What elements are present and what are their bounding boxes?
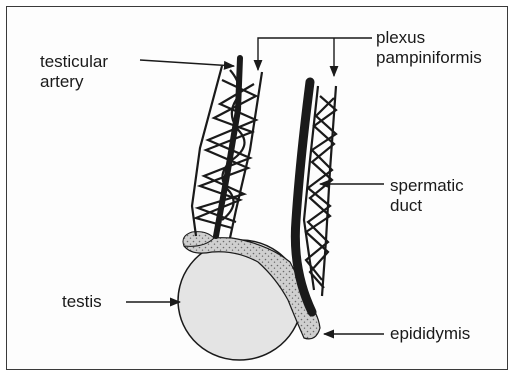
testicular-artery-label: testicular artery	[40, 52, 108, 92]
testicular-artery-pointer	[140, 60, 234, 66]
epididymis-label: epididymis	[390, 324, 470, 344]
testicular-artery-label-line2: artery	[40, 72, 108, 92]
epididymis-label-text: epididymis	[390, 324, 470, 343]
spermatic-duct-label: spermatic duct	[390, 176, 464, 216]
plexus-label-line2: pampiniformis	[376, 48, 482, 68]
testis-label: testis	[62, 292, 102, 312]
plexus-pointer-left	[258, 38, 372, 70]
spermatic-label-line1: spermatic	[390, 176, 464, 196]
plexus-label-line1: plexus	[376, 28, 482, 48]
testis-label-text: testis	[62, 292, 102, 311]
spermatic-label-line2: duct	[390, 196, 464, 216]
left-plexus-pampiniformis	[192, 66, 262, 238]
plexus-pampiniformis-label: plexus pampiniformis	[376, 28, 482, 68]
testicular-artery-label-line1: testicular	[40, 52, 108, 72]
